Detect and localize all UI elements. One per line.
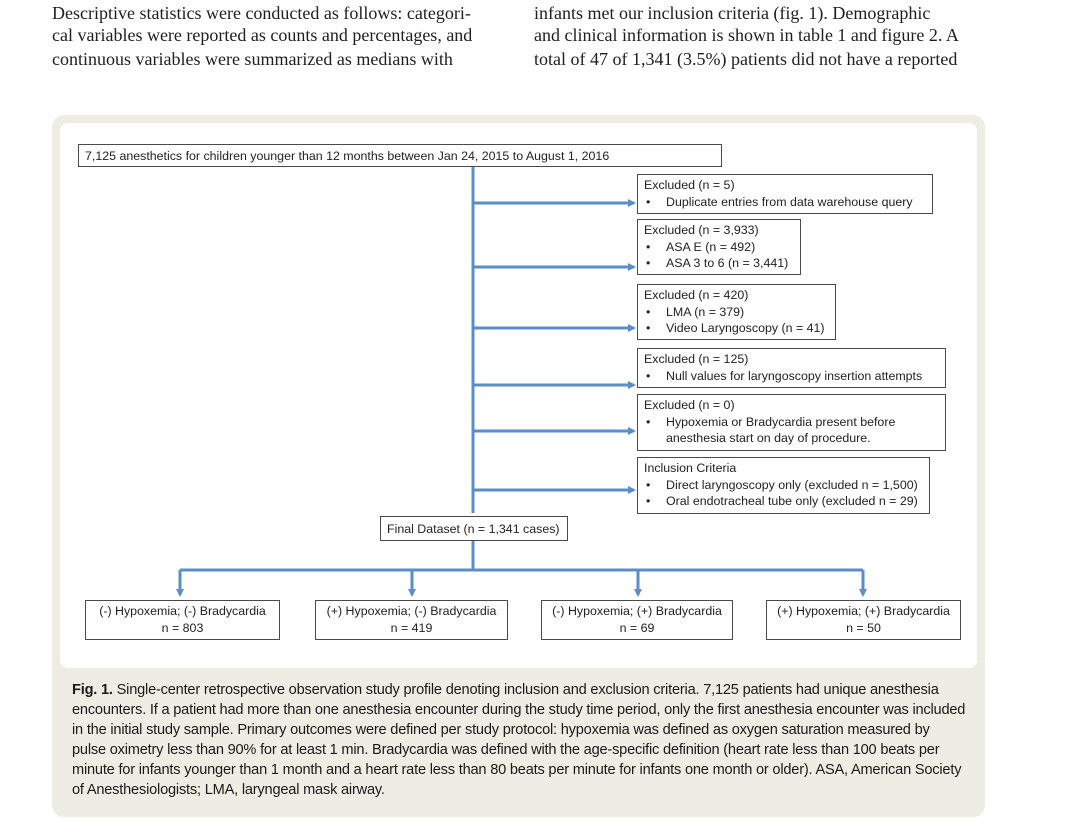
outcome-box-1: (-) Hypoxemia; (-) Bradycardia n = 803 <box>85 600 280 640</box>
bullet-item: Oral endotracheal tube only (excluded n … <box>644 493 923 510</box>
excluded-box-5: Excluded (n = 0) Hypoxemia or Bradycardi… <box>637 394 946 451</box>
excluded-box-4: Excluded (n = 125) Null values for laryn… <box>637 348 946 388</box>
box-title: Inclusion Criteria <box>644 461 737 475</box>
box-title: Excluded (n = 0) <box>644 398 735 412</box>
bullet-item: Duplicate entries from data warehouse qu… <box>644 194 926 211</box>
inclusion-criteria-box: Inclusion Criteria Direct laryngoscopy o… <box>637 457 930 514</box>
figure-1: 7,125 anesthetics for children younger t… <box>52 115 985 817</box>
box-title: Excluded (n = 125) <box>644 352 749 366</box>
bullet-item: Hypoxemia or Bradycardia present before … <box>644 414 939 447</box>
bullet-item: Null values for laryngoscopy insertion a… <box>644 368 939 385</box>
outcome-count: n = 69 <box>619 620 655 635</box>
body-line: total of 47 of 1,341 (3.5%) patients did… <box>534 48 958 69</box>
bullet-item: ASA 3 to 6 (n = 3,441) <box>644 255 794 272</box>
body-line: and clinical information is shown in tab… <box>534 25 959 45</box>
excluded-box-3: Excluded (n = 420) LMA (n = 379) Video L… <box>637 284 836 340</box>
caption-label: Fig. 1. <box>72 682 113 698</box>
figure-caption: Fig. 1. Single-center retrospective obse… <box>72 680 967 800</box>
outcome-label: (+) Hypoxemia; (-) Bradycardia <box>326 604 497 618</box>
flow-diagram: 7,125 anesthetics for children younger t… <box>60 123 977 668</box>
outcome-label: (-) Hypoxemia; (-) Bradycardia <box>99 604 266 618</box>
excluded-box-1: Excluded (n = 5) Duplicate entries from … <box>637 174 933 214</box>
outcome-count: n = 419 <box>390 620 433 635</box>
box-title: Excluded (n = 3,933) <box>644 223 759 237</box>
outcome-label: (-) Hypoxemia; (+) Bradycardia <box>552 604 722 618</box>
caption-text: Single-center retrospective observation … <box>72 682 966 798</box>
body-text-left-column: Descriptive statistics were conducted as… <box>52 3 500 71</box>
box-title: Excluded (n = 5) <box>644 178 735 192</box>
final-dataset-box: Final Dataset (n = 1,341 cases) <box>380 516 568 541</box>
body-line: infants met our inclusion criteria (fig.… <box>534 3 931 23</box>
top-box: 7,125 anesthetics for children younger t… <box>78 144 722 167</box>
body-line: continuous variables were summarized as … <box>52 48 453 69</box>
excluded-box-2: Excluded (n = 3,933) ASA E (n = 492) ASA… <box>637 219 801 275</box>
outcome-count: n = 50 <box>846 620 881 635</box>
body-line: Descriptive statistics were conducted as… <box>52 3 471 23</box>
outcome-box-3: (-) Hypoxemia; (+) Bradycardia n = 69 <box>541 600 733 640</box>
bullet-item: ASA E (n = 492) <box>644 239 794 256</box>
outcome-label: (+) Hypoxemia; (+) Bradycardia <box>777 604 950 618</box>
outcome-count: n = 803 <box>161 620 204 635</box>
body-text-right-column: infants met our inclusion criteria (fig.… <box>534 3 982 71</box>
bullet-item: LMA (n = 379) <box>644 304 829 321</box>
bullet-item: Video Laryngoscopy (n = 41) <box>644 320 829 337</box>
flow-arrows <box>176 167 867 597</box>
bullet-item: Direct laryngoscopy only (excluded n = 1… <box>644 477 923 494</box>
body-line: cal variables were reported as counts an… <box>52 25 473 45</box>
outcome-box-2: (+) Hypoxemia; (-) Bradycardia n = 419 <box>315 600 508 640</box>
outcome-box-4: (+) Hypoxemia; (+) Bradycardia n = 50 <box>766 600 961 640</box>
box-title: Excluded (n = 420) <box>644 288 749 302</box>
